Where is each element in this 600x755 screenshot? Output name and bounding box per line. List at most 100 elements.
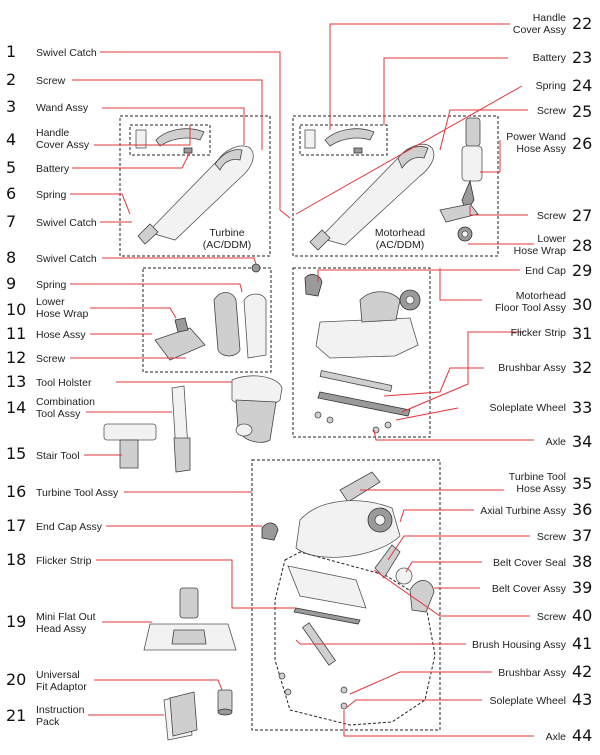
part-number-43: 43 [572, 690, 593, 709]
part-number-31: 31 [572, 324, 593, 343]
part-number-20: 20 [6, 670, 27, 689]
part-label-28: Lower Hose Wrap [513, 233, 566, 257]
small-accessories-art [143, 587, 237, 741]
group-box-motorhead-wand [292, 115, 499, 257]
part-label-44: Axle [545, 731, 566, 743]
part-number-4: 4 [6, 130, 17, 149]
part-label-6: Spring [36, 189, 67, 201]
part-number-30: 30 [572, 295, 593, 314]
part-number-42: 42 [572, 662, 593, 681]
part-label-7: Swivel Catch [36, 217, 97, 229]
part-label-36: Axial Turbine Assy [480, 505, 566, 517]
part-label-23: Battery [532, 52, 566, 64]
part-number-22: 22 [572, 14, 593, 33]
part-number-23: 23 [572, 48, 593, 67]
part-label-19: Mini Flat Out Head Assy [36, 611, 96, 635]
part-number-17: 17 [6, 516, 27, 535]
part-label-34: Axle [545, 436, 566, 448]
part-number-37: 37 [572, 526, 593, 545]
part-number-39: 39 [572, 578, 593, 597]
part-label-39: Belt Cover Assy [491, 583, 566, 595]
part-label-25: Screw [536, 105, 566, 117]
part-label-9: Spring [36, 279, 67, 291]
part-label-43: Soleplate Wheel [489, 695, 566, 707]
part-number-38: 38 [572, 552, 593, 571]
part-number-14: 14 [6, 398, 27, 417]
part-label-42: Brushbar Assy [498, 667, 566, 679]
group-box-turbine-wand [119, 115, 271, 257]
part-label-4: Handle Cover Assy [36, 127, 90, 151]
group-box-turbine-handle [129, 124, 211, 156]
turbine-wand-art [135, 128, 254, 245]
part-label-30: Motorhead Floor Tool Assy [494, 290, 566, 314]
part-label-31: Flicker Strip [510, 327, 566, 339]
part-number-10: 10 [6, 300, 27, 319]
part-number-40: 40 [572, 606, 593, 625]
motorhead-tool-art [304, 274, 421, 434]
part-label-29: End Cap [525, 265, 566, 277]
part-label-41: Brush Housing Assy [472, 639, 566, 651]
part-label-10: Lower Hose Wrap [36, 296, 89, 320]
part-label-40: Screw [536, 611, 566, 623]
part-number-34: 34 [572, 432, 593, 451]
part-number-3: 3 [6, 97, 17, 116]
part-label-11: Hose Assy [36, 329, 86, 341]
part-label-37: Screw [536, 531, 566, 543]
part-number-33: 33 [572, 398, 593, 417]
part-label-21: Instruction Pack [36, 704, 85, 728]
part-label-22: Handle Cover Assy [512, 12, 566, 36]
group-box-brush-housing [274, 551, 436, 726]
part-number-9: 9 [6, 274, 17, 293]
part-number-28: 28 [572, 236, 593, 255]
part-label-13: Tool Holster [36, 377, 92, 389]
group-box-motorhead-tool [292, 267, 431, 438]
part-number-12: 12 [6, 348, 27, 367]
accessory-tools-art [103, 375, 283, 473]
part-number-26: 26 [572, 134, 593, 153]
part-number-41: 41 [572, 634, 593, 653]
part-label-20: Universal Fit Adaptor [36, 669, 87, 693]
part-label-35: Turbine Tool Hose Assy [508, 471, 566, 495]
part-number-35: 35 [572, 474, 593, 493]
group-box-motorhead-handle [299, 124, 388, 156]
part-number-15: 15 [6, 444, 27, 463]
part-label-26: Power Wand Hose Assy [506, 131, 566, 155]
part-number-25: 25 [572, 102, 593, 121]
part-number-7: 7 [6, 212, 17, 231]
part-number-44: 44 [572, 726, 593, 745]
part-number-1: 1 [6, 42, 17, 61]
motorhead-wand-art [304, 117, 483, 251]
part-label-32: Brushbar Assy [498, 362, 566, 374]
turbine-caption: Turbine (AC/DDM) [202, 227, 252, 251]
motorhead-caption: Motorhead (AC/DDM) [374, 227, 426, 251]
part-number-2: 2 [6, 70, 17, 89]
part-label-2: Screw [36, 75, 66, 87]
part-number-6: 6 [6, 184, 17, 203]
part-number-32: 32 [572, 358, 593, 377]
part-label-33: Soleplate Wheel [489, 402, 566, 414]
part-label-15: Stair Tool [36, 450, 80, 462]
part-label-16: Turbine Tool Assy [36, 487, 119, 499]
part-label-8: Swivel Catch [36, 253, 97, 265]
part-label-3: Wand Assy [36, 102, 89, 114]
part-number-21: 21 [6, 706, 27, 725]
part-number-11: 11 [6, 324, 27, 343]
hose-art [154, 263, 267, 361]
part-label-18: Flicker Strip [36, 555, 92, 567]
part-label-17: End Cap Assy [36, 521, 102, 533]
part-number-5: 5 [6, 158, 17, 177]
part-label-24: Spring [535, 80, 566, 92]
part-number-19: 19 [6, 612, 27, 631]
group-box-hose [142, 267, 272, 373]
part-label-38: Belt Cover Seal [493, 557, 566, 569]
part-number-13: 13 [6, 372, 27, 391]
part-number-24: 24 [572, 76, 593, 95]
part-number-27: 27 [572, 206, 593, 225]
part-number-29: 29 [572, 261, 593, 280]
part-label-27: Screw [536, 210, 566, 222]
part-number-16: 16 [6, 482, 27, 501]
part-number-18: 18 [6, 550, 27, 569]
part-label-14: Combination Tool Assy [36, 396, 95, 420]
